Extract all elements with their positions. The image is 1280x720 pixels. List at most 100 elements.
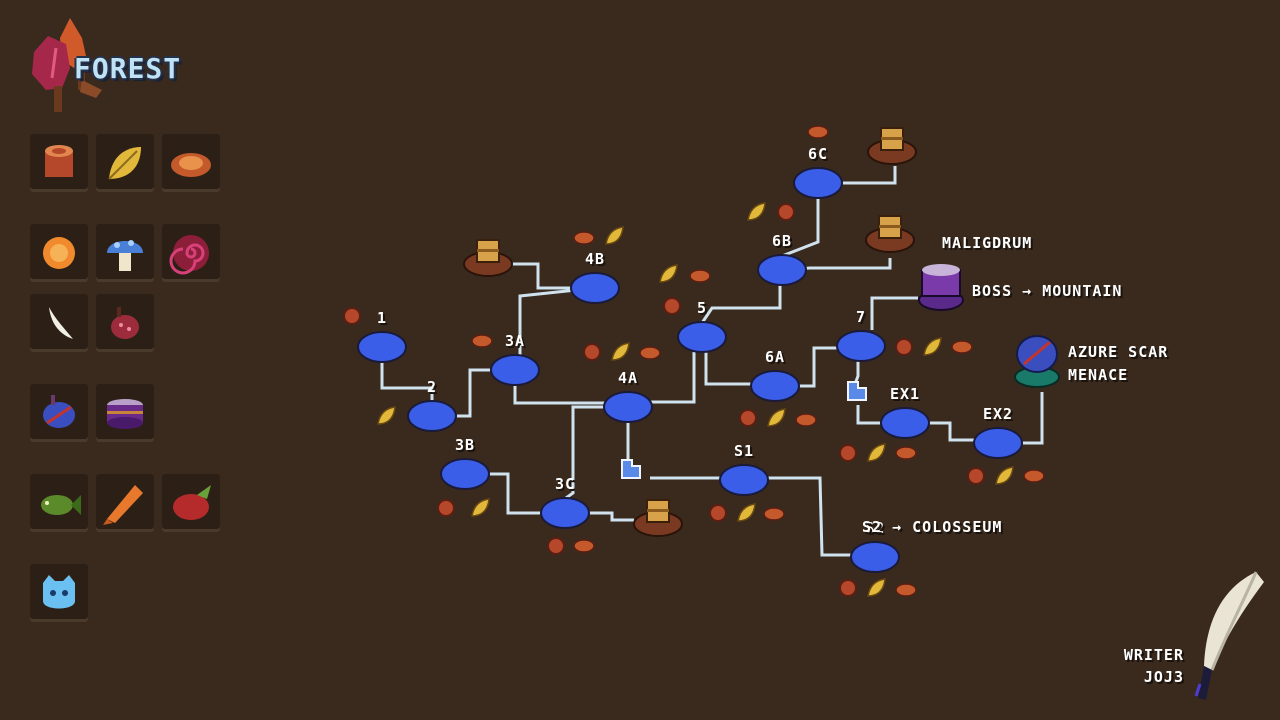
chest-band-icon bbox=[647, 509, 669, 512]
egg-drop-icon bbox=[573, 539, 595, 553]
orange-fish-icon bbox=[103, 485, 143, 525]
inventory-slot[interactable] bbox=[96, 474, 154, 532]
stage-label-ex2: EX2 bbox=[983, 405, 1014, 423]
stage-path bbox=[927, 421, 976, 442]
leaf-drop-icon bbox=[377, 406, 396, 425]
red-spiral-icon bbox=[169, 235, 209, 275]
stage-label-5: 5 bbox=[697, 299, 708, 317]
inventory-slot[interactable] bbox=[30, 384, 88, 442]
acorn-drop-icon bbox=[739, 409, 757, 427]
stage-node-5[interactable] bbox=[677, 321, 727, 353]
inventory-slot[interactable] bbox=[162, 474, 220, 532]
blue-cat-mask-icon bbox=[43, 575, 75, 609]
stage-label-4a: 4A bbox=[618, 369, 639, 387]
inventory-slot[interactable] bbox=[96, 294, 154, 352]
area-title-block: FOREST bbox=[22, 8, 212, 118]
acorn-drop-icon bbox=[547, 537, 565, 555]
stage-path bbox=[518, 286, 596, 358]
acorn-drop-icon bbox=[583, 343, 601, 361]
area-title: FOREST bbox=[74, 52, 182, 85]
leaf-drop-icon bbox=[605, 226, 624, 245]
stage-node-3b[interactable] bbox=[440, 458, 490, 490]
stage-node-6a[interactable] bbox=[750, 370, 800, 402]
azure-scar-mark-icon bbox=[1023, 340, 1051, 366]
boss-mountain-label: BOSS → MOUNTAIN bbox=[972, 282, 1123, 300]
stage-path bbox=[704, 351, 753, 386]
stage-label-6b: 6B bbox=[772, 232, 793, 250]
blue-scarab-icon bbox=[43, 395, 75, 428]
stage-label-1: 1 bbox=[377, 309, 388, 327]
inventory-slot[interactable] bbox=[30, 134, 88, 192]
stage-label-s2: S2 bbox=[865, 519, 886, 537]
leaf-drop-icon bbox=[611, 342, 630, 361]
chest-band-icon bbox=[477, 249, 499, 252]
stage-node-2[interactable] bbox=[407, 400, 457, 432]
stage-node-ex1[interactable] bbox=[880, 407, 930, 439]
orange-orb-icon bbox=[43, 237, 75, 269]
stage-path bbox=[856, 405, 883, 425]
stage-path bbox=[513, 384, 606, 405]
writer-label: WRITER bbox=[1123, 646, 1184, 664]
inventory-slot[interactable] bbox=[162, 224, 220, 282]
egg-drop-icon bbox=[951, 340, 973, 354]
inventory-slot[interactable] bbox=[30, 294, 88, 352]
quill-feather-icon bbox=[1194, 571, 1264, 700]
inventory-slot[interactable] bbox=[162, 134, 220, 192]
stage-node-4a[interactable] bbox=[603, 391, 653, 423]
egg-drop-icon bbox=[471, 334, 493, 348]
inventory-slot[interactable] bbox=[30, 224, 88, 282]
writer-credit: WRITER JOJ3 bbox=[1094, 644, 1184, 688]
chest-band-icon bbox=[879, 225, 901, 228]
stage-label-ex1: EX1 bbox=[890, 385, 921, 403]
stage-label-3b: 3B bbox=[455, 436, 476, 454]
egg-drop-icon bbox=[1023, 469, 1045, 483]
acorn-drop-icon bbox=[437, 499, 455, 517]
stage-path bbox=[840, 166, 897, 185]
fried-egg-icon bbox=[171, 153, 211, 177]
chest-band-icon bbox=[881, 137, 903, 140]
stage-node-4b[interactable] bbox=[570, 272, 620, 304]
stage-label-3c: 3C bbox=[555, 475, 576, 493]
leaf-icon bbox=[108, 147, 141, 180]
stage-path bbox=[797, 346, 839, 388]
green-fish-icon bbox=[41, 495, 81, 515]
stage-node-3c[interactable] bbox=[540, 497, 590, 529]
egg-drop-icon bbox=[895, 446, 917, 460]
stage-node-s1[interactable] bbox=[719, 464, 769, 496]
acorn-drop-icon bbox=[967, 467, 985, 485]
stage-label-3a: 3A bbox=[505, 332, 526, 350]
stage-path bbox=[870, 296, 918, 330]
inventory-slot[interactable] bbox=[96, 134, 154, 192]
leaf-drop-icon bbox=[867, 443, 886, 462]
wood-log-icon bbox=[45, 145, 73, 177]
acorn-drop-icon bbox=[895, 338, 913, 356]
stage-node-7[interactable] bbox=[836, 330, 886, 362]
stage-path bbox=[781, 197, 820, 258]
stage-path bbox=[1020, 392, 1044, 445]
red-fish-icon bbox=[173, 485, 211, 520]
egg-drop-icon bbox=[807, 125, 829, 139]
leaf-drop-icon bbox=[923, 337, 942, 356]
stage-node-1[interactable] bbox=[357, 331, 407, 363]
stage-path bbox=[650, 352, 696, 404]
stage-path bbox=[380, 347, 434, 404]
stage-path bbox=[587, 511, 634, 522]
leaf-drop-icon bbox=[747, 202, 766, 221]
inventory-slot[interactable] bbox=[30, 474, 88, 532]
inventory-slot[interactable] bbox=[96, 384, 154, 442]
stage-node-3a[interactable] bbox=[490, 354, 540, 386]
stage-node-6b[interactable] bbox=[757, 254, 807, 286]
acorn-drop-icon bbox=[343, 307, 361, 325]
stage-path bbox=[452, 368, 493, 418]
leaf-drop-icon bbox=[995, 466, 1014, 485]
inventory-slot[interactable] bbox=[30, 564, 88, 622]
stage-node-ex2[interactable] bbox=[973, 427, 1023, 459]
leaf-drop-icon bbox=[737, 503, 756, 522]
acorn-drop-icon bbox=[839, 444, 857, 462]
stage-node-s2[interactable] bbox=[850, 541, 900, 573]
inventory-slot[interactable] bbox=[96, 224, 154, 282]
autumn-tree-icon bbox=[32, 18, 102, 112]
stage-node-6c[interactable] bbox=[793, 167, 843, 199]
writer-name: JOJ3 bbox=[1143, 668, 1184, 686]
